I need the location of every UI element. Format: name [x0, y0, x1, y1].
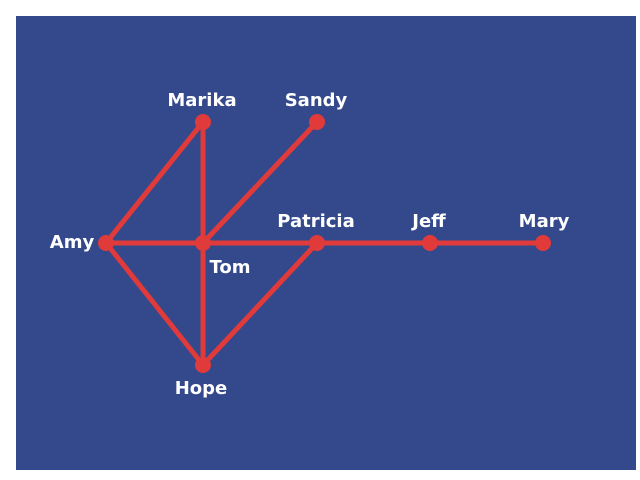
node-amy: [98, 235, 114, 251]
edge-hope-patricia: [200, 240, 320, 368]
edge-amy-marika: [103, 119, 206, 246]
node-sandy: [309, 114, 325, 130]
node-label-hope: Hope: [175, 378, 228, 399]
node-tom: [195, 235, 211, 251]
node-patricia: [309, 235, 325, 251]
node-label-mary: Mary: [519, 211, 570, 232]
node-hope: [195, 357, 211, 373]
node-label-patricia: Patricia: [277, 211, 355, 232]
node-marika: [195, 114, 211, 130]
node-label-marika: Marika: [167, 90, 236, 111]
node-label-tom: Tom: [209, 257, 250, 278]
node-mary: [535, 235, 551, 251]
node-label-amy: Amy: [50, 232, 95, 253]
edges-layer: [103, 119, 546, 368]
node-label-sandy: Sandy: [285, 90, 348, 111]
edge-sandy-tom: [200, 119, 320, 246]
nodes-layer: [98, 114, 551, 373]
node-jeff: [422, 235, 438, 251]
edge-amy-hope: [103, 240, 206, 368]
node-label-jeff: Jeff: [410, 211, 446, 232]
